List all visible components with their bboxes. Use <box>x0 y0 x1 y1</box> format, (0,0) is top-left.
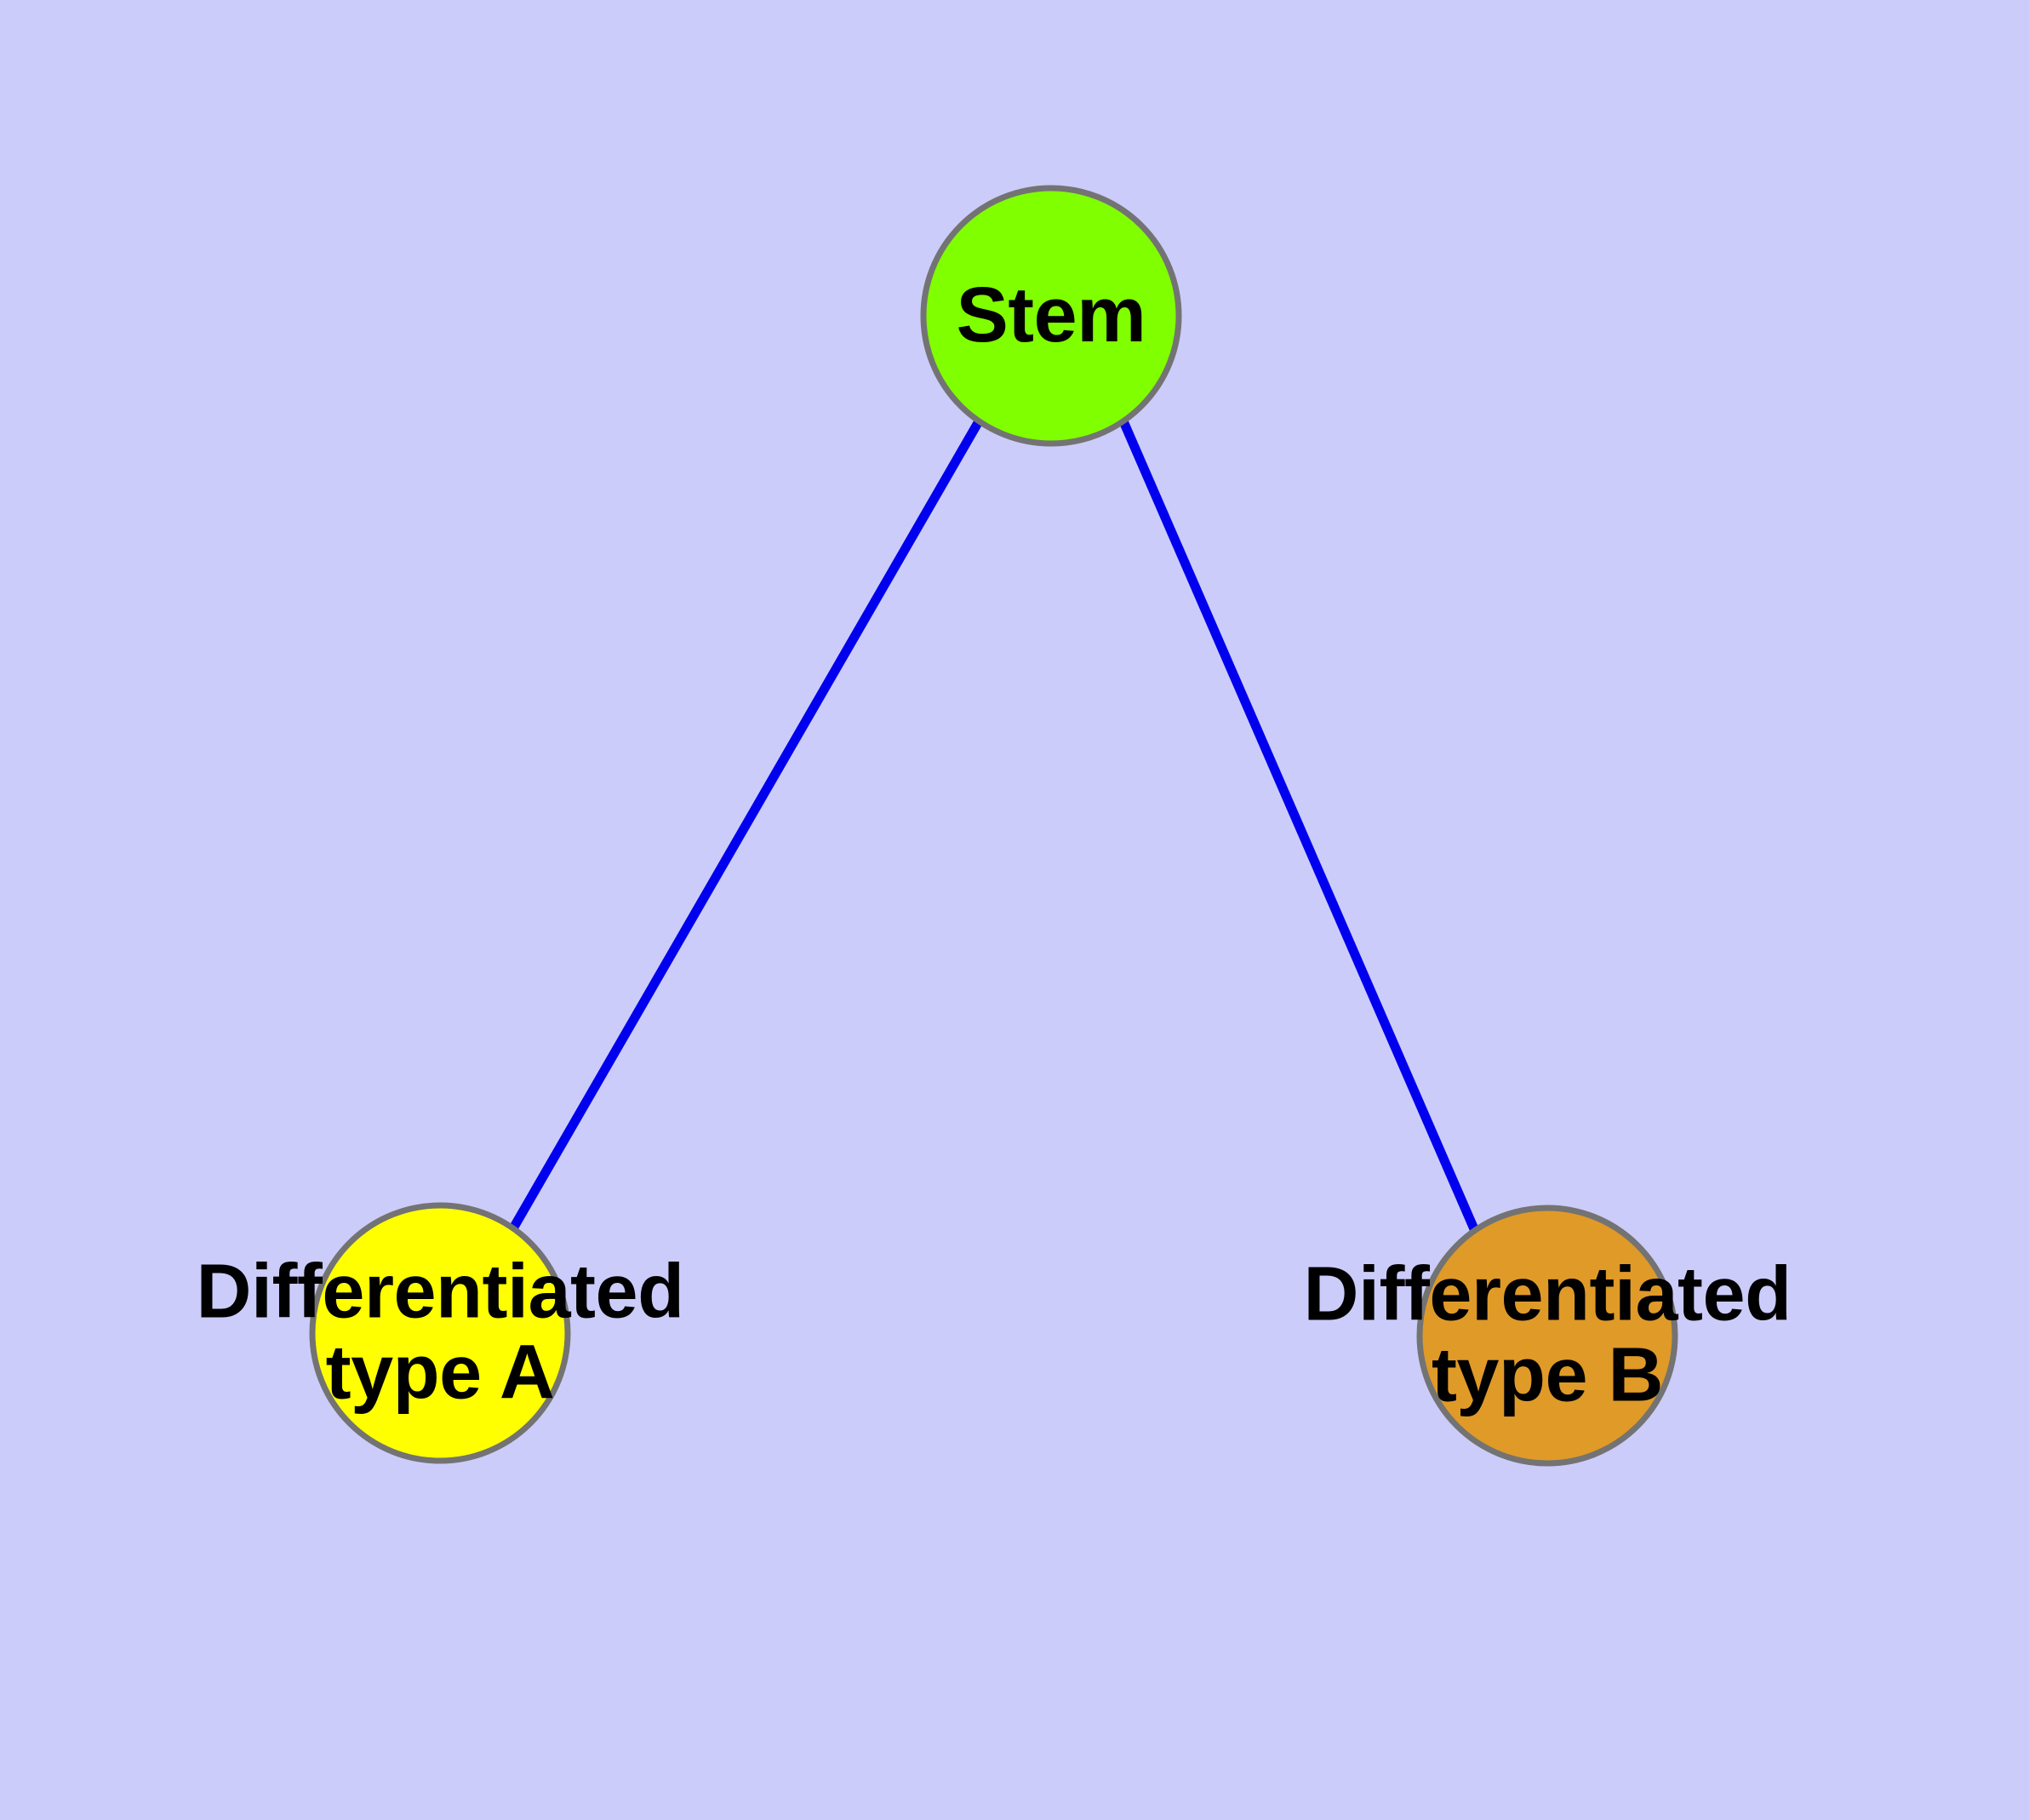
node-stem-circle[interactable] <box>920 185 1182 447</box>
node-diff-a-circle[interactable] <box>309 1202 571 1464</box>
edge-layer <box>509 419 1480 1233</box>
edge-stem-to-diff-a[interactable] <box>509 419 983 1231</box>
node-layer <box>309 185 1678 1467</box>
node-diff-b-circle[interactable] <box>1416 1205 1678 1467</box>
edge-stem-to-diff-b[interactable] <box>1118 419 1480 1233</box>
